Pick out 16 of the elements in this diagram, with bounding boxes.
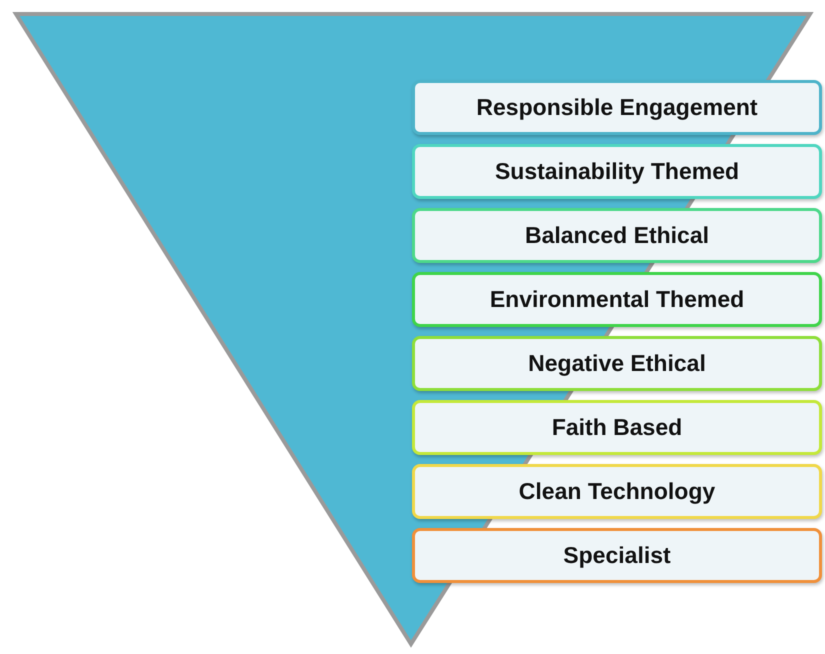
tier-label: Faith Based	[552, 414, 682, 441]
tier-box	[412, 80, 822, 135]
tier-label: Clean Technology	[518, 478, 716, 505]
tier-box	[412, 144, 822, 199]
tier-label: Environmental Themed	[490, 286, 744, 313]
tier-label: Balanced Ethical	[524, 222, 710, 249]
tier-label: Specialist	[563, 542, 671, 569]
tier-label: Sustainability Themed	[494, 158, 740, 185]
tier-label: Responsible Engagement	[476, 94, 758, 121]
tier-box	[412, 336, 822, 391]
tier-label: Negative Ethical	[528, 350, 706, 377]
tier-box	[412, 208, 822, 263]
tier-box	[412, 464, 822, 519]
tier-box	[412, 272, 822, 327]
tier-box	[412, 400, 822, 455]
tier-box	[412, 528, 822, 583]
